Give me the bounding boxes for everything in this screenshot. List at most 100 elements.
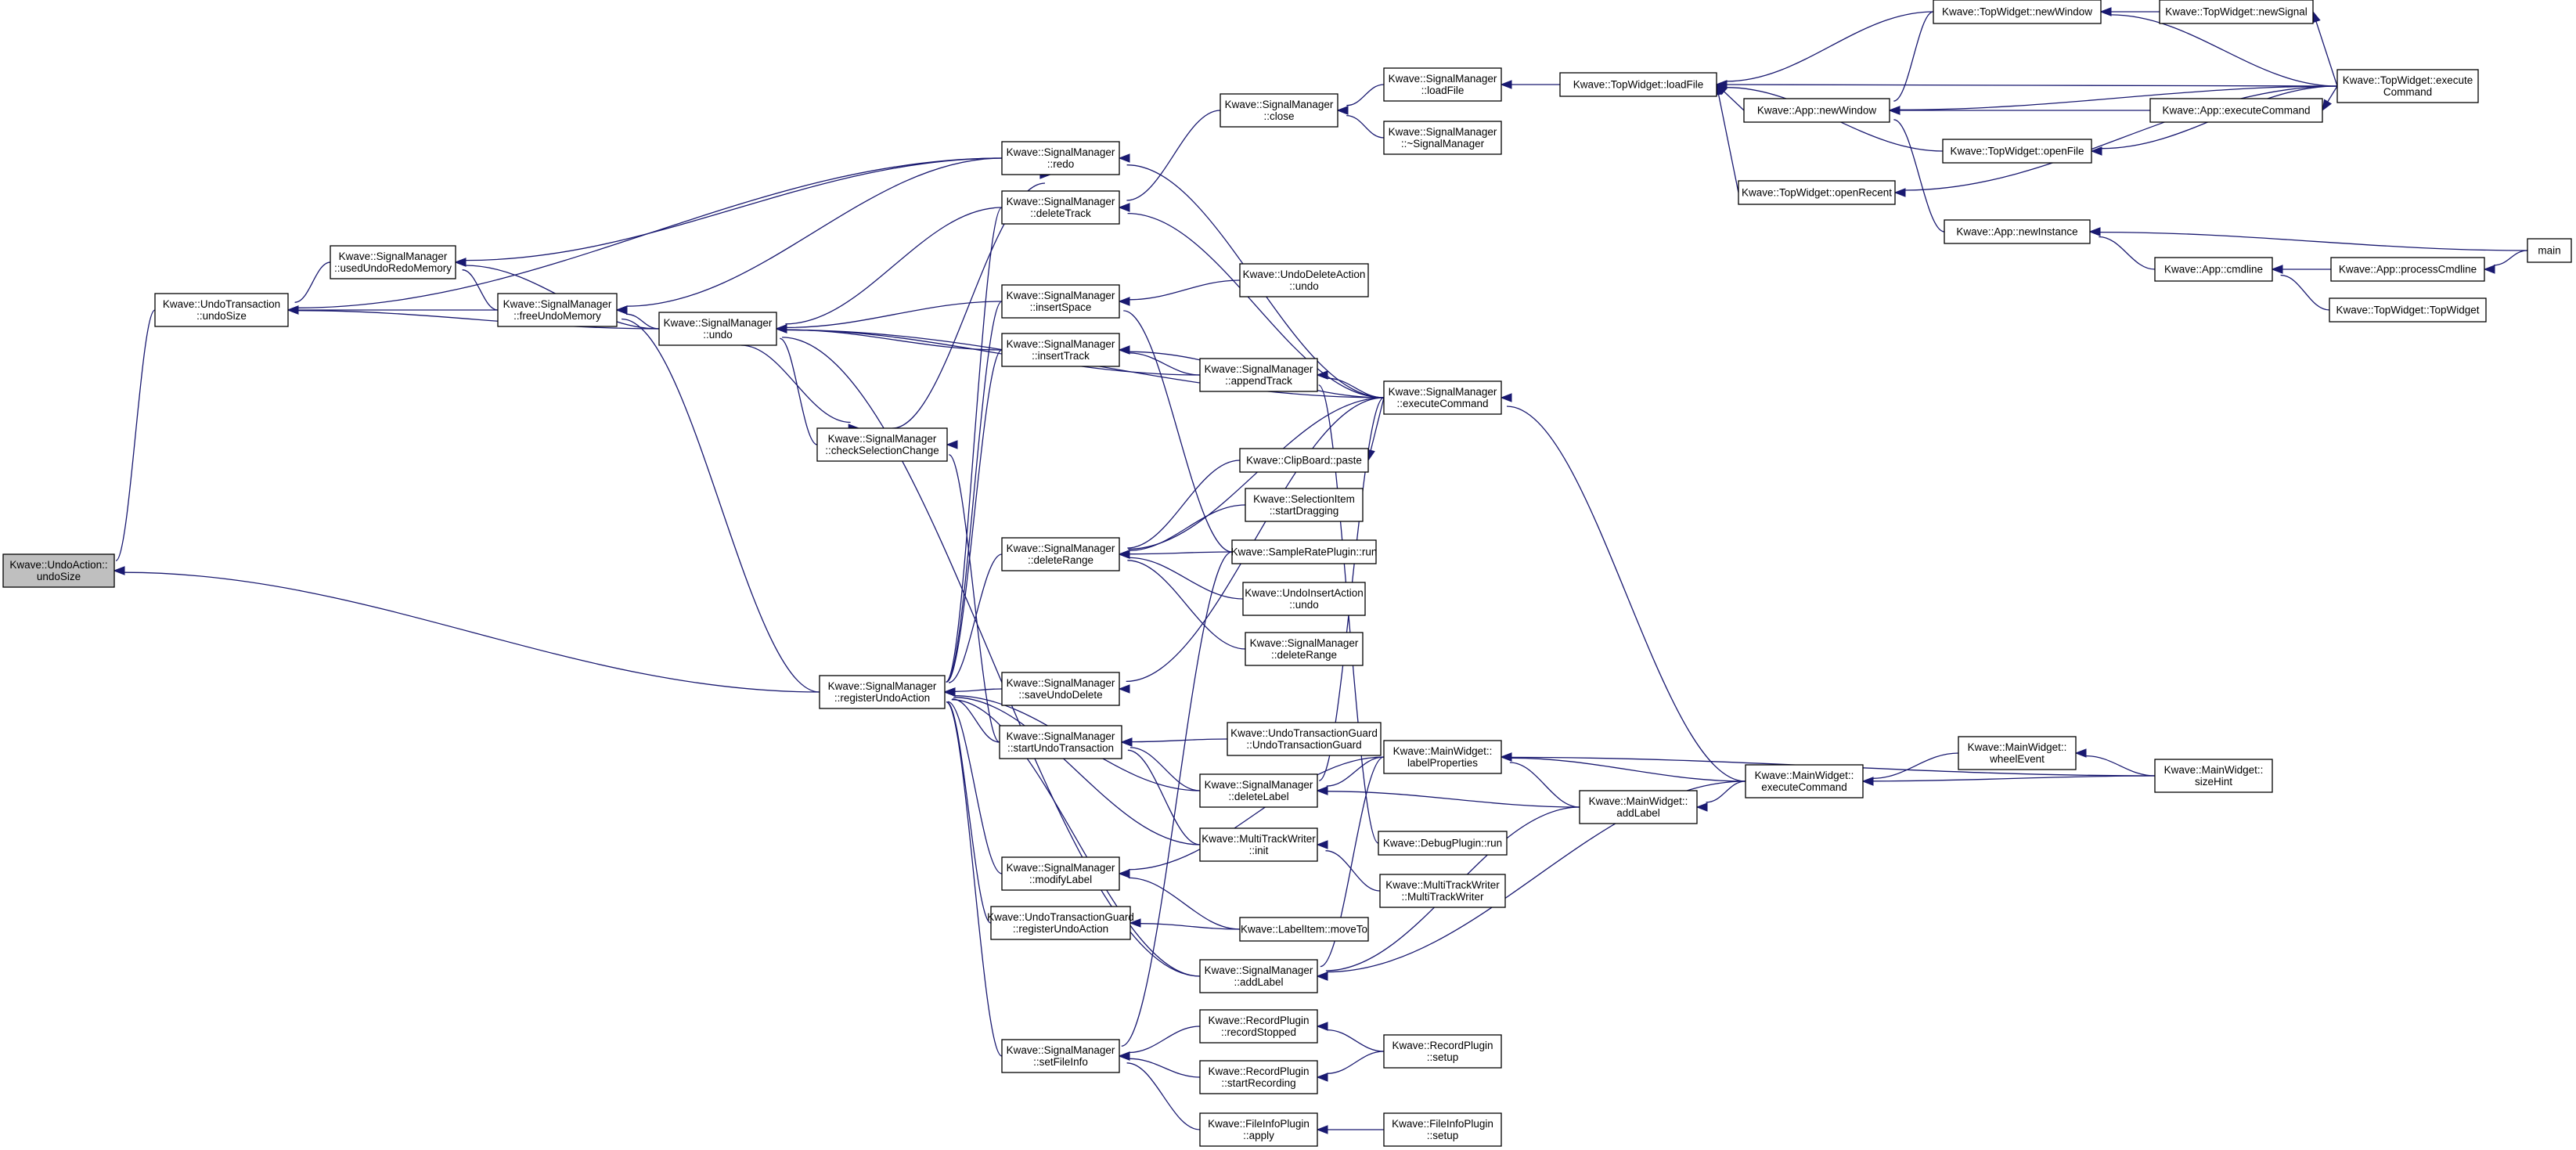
node-label: Kwave::MainWidget:: xyxy=(1589,795,1688,807)
node-box xyxy=(1245,488,1364,522)
edge-n35-to-n12 xyxy=(1118,397,1385,694)
call-node[interactable]: Kwave::SignalManager::modifyLabel xyxy=(1001,856,1120,891)
call-node[interactable]: Kwave::App::processCmdline xyxy=(2330,257,2485,282)
call-node[interactable]: Kwave::SignalManager::close xyxy=(1220,93,1338,128)
call-node[interactable]: Kwave::App::executeCommand xyxy=(2149,98,2323,123)
edge-line xyxy=(947,701,1003,874)
edge-line xyxy=(2327,85,2338,103)
call-node[interactable]: Kwave::UndoDeleteAction::undo xyxy=(1239,263,1369,297)
node-box xyxy=(1231,539,1377,564)
call-node[interactable]: Kwave::TopWidget::openFile xyxy=(1942,139,2092,164)
node-label: ::undo xyxy=(1289,280,1319,292)
call-node[interactable]: Kwave::App::cmdline xyxy=(2154,257,2273,282)
call-node[interactable]: Kwave::SignalManager::setFileInfo xyxy=(1001,1039,1120,1073)
call-node[interactable]: Kwave::UndoTransactionGuard::registerUnd… xyxy=(987,906,1134,940)
arrow-head xyxy=(1500,80,1512,89)
call-node[interactable]: Kwave::MainWidget::wheelEvent xyxy=(1958,736,2077,770)
edge-line xyxy=(462,269,499,311)
call-node[interactable]: Kwave::SignalManager::startUndoTransacti… xyxy=(999,725,1122,759)
call-node[interactable]: Kwave::MainWidget::sizeHint xyxy=(2154,759,2273,793)
edge-line xyxy=(786,301,1003,329)
call-node[interactable]: Kwave::UndoTransactionGuard::UndoTransac… xyxy=(1227,722,1382,756)
node-label: ::insertSpace xyxy=(1030,301,1092,313)
node-box xyxy=(2154,759,2273,793)
node-label: Kwave::SelectionItem xyxy=(1253,493,1355,505)
edge-n40-to-n32 xyxy=(1316,1125,1385,1134)
edge-line xyxy=(2315,21,2338,87)
call-node[interactable]: Kwave::SignalManager::insertSpace xyxy=(1001,284,1120,319)
node-box xyxy=(1383,740,1502,774)
node-label: Command xyxy=(2383,86,2432,98)
edge-line xyxy=(2099,231,2528,251)
node-box xyxy=(1199,773,1318,808)
call-node[interactable]: Kwave::SignalManager::deleteTrack xyxy=(1001,190,1120,225)
arrow-head xyxy=(1500,752,1512,762)
call-node[interactable]: Kwave::RecordPlugin::recordStopped xyxy=(1199,1009,1318,1044)
call-node[interactable]: Kwave::RecordPlugin::startRecording xyxy=(1199,1060,1318,1094)
edge-line xyxy=(1131,738,1228,743)
call-node[interactable]: Kwave::MainWidget::labelProperties xyxy=(1383,740,1502,774)
call-node[interactable]: Kwave::SignalManager::deleteRange xyxy=(1001,537,1120,571)
call-node[interactable]: Kwave::MainWidget::addLabel xyxy=(1579,790,1698,824)
call-node[interactable]: Kwave::FileInfoPlugin::setup xyxy=(1383,1112,1502,1147)
call-node[interactable]: Kwave::SignalManager::deleteLabel xyxy=(1199,773,1318,808)
call-node[interactable]: Kwave::SignalManager::redo xyxy=(1001,141,1120,175)
call-node[interactable]: Kwave::LabelItem::moveTo xyxy=(1239,917,1369,942)
call-node[interactable]: Kwave::SignalManager::addLabel xyxy=(1199,959,1318,993)
call-node[interactable]: Kwave::TopWidget::newWindow xyxy=(1933,0,2102,24)
edge-line xyxy=(2099,236,2156,270)
edge-line xyxy=(948,553,1003,683)
node-label: Kwave::ClipBoard::paste xyxy=(1246,455,1362,467)
edge-n45-to-n42 xyxy=(1695,780,1746,812)
arrow-head xyxy=(1118,684,1130,694)
arrow-head xyxy=(1316,1072,1328,1082)
call-node[interactable]: Kwave::SignalManager::saveUndoDelete xyxy=(1001,672,1120,706)
node-label: Kwave::SignalManager xyxy=(339,251,448,262)
edge-line xyxy=(1129,279,1241,301)
arrow-head xyxy=(2271,265,2283,274)
call-node[interactable]: Kwave::FileInfoPlugin::apply xyxy=(1199,1112,1318,1147)
call-node[interactable]: Kwave::SignalManager::checkSelectionChan… xyxy=(816,427,948,462)
edge-line xyxy=(1346,114,1385,139)
call-node[interactable]: Kwave::SignalManager::~SignalManager xyxy=(1383,121,1502,155)
call-node[interactable]: Kwave::TopWidget::executeCommand xyxy=(2336,69,2479,103)
node-label: Kwave::RecordPlugin xyxy=(1392,1040,1493,1051)
edge-n25-to-n13 xyxy=(1120,737,1228,747)
call-node[interactable]: Kwave::TopWidget::newSignal xyxy=(2159,0,2314,24)
call-node[interactable]: Kwave::SignalManager::registerUndoAction xyxy=(819,675,946,709)
call-node[interactable]: Kwave::SignalManager::freeUndoMemory xyxy=(497,293,618,327)
edge-line xyxy=(1128,756,1385,871)
call-node[interactable]: Kwave::TopWidget::TopWidget xyxy=(2329,297,2487,323)
edge-n39-to-n30 xyxy=(1316,1022,1385,1052)
call-node[interactable]: Kwave::MultiTrackWriter::init xyxy=(1199,827,1318,862)
call-node[interactable]: Kwave::App::newInstance xyxy=(1944,219,2091,244)
call-node[interactable]: Kwave::RecordPlugin::setup xyxy=(1383,1034,1502,1069)
call-node[interactable]: Kwave::UndoTransaction::undoSize xyxy=(154,293,289,327)
call-node[interactable]: Kwave::SignalManager::loadFile xyxy=(1383,67,1502,102)
edge-line xyxy=(115,309,156,561)
call-node[interactable]: Kwave::ClipBoard::paste xyxy=(1239,448,1369,473)
call-node[interactable]: Kwave::App::newWindow xyxy=(1743,98,1890,123)
call-node[interactable]: Kwave::TopWidget::openRecent xyxy=(1738,180,1896,205)
call-node[interactable]: Kwave::SignalManager::deleteRange xyxy=(1245,632,1364,666)
call-node[interactable]: Kwave::SignalManager::insertTrack xyxy=(1001,333,1120,367)
call-node[interactable]: Kwave::SignalManager::undo xyxy=(658,312,777,346)
arrow-head xyxy=(454,258,467,267)
edge-line xyxy=(782,337,1201,977)
node-label: Kwave::TopWidget::openFile xyxy=(1950,146,2084,157)
call-node[interactable]: Kwave::UndoInsertAction::undo xyxy=(1242,582,1366,616)
call-node[interactable]: Kwave::TopWidget::loadFile xyxy=(1559,72,1717,97)
call-node[interactable]: Kwave::SampleRatePlugin::run xyxy=(1231,539,1378,564)
call-node[interactable]: Kwave::MainWidget::executeCommand xyxy=(1745,764,1864,799)
call-node[interactable]: Kwave::SignalManager::appendTrack xyxy=(1199,358,1318,392)
node-label: ::undo xyxy=(703,329,733,341)
call-node[interactable]: Kwave::SignalManager::usedUndoRedoMemory xyxy=(330,245,456,279)
call-node[interactable]: Kwave::MultiTrackWriter::MultiTrackWrite… xyxy=(1379,874,1506,908)
edge-line xyxy=(1128,877,1241,930)
arrow-head xyxy=(2074,748,2087,758)
call-node[interactable]: main xyxy=(2527,238,2572,263)
call-node[interactable]: Kwave::SelectionItem::startDragging xyxy=(1245,488,1364,522)
call-node[interactable]: Kwave::DebugPlugin::run xyxy=(1378,831,1508,856)
call-node[interactable]: Kwave::SignalManager::executeCommand xyxy=(1383,380,1502,415)
arrow-head xyxy=(1336,106,1349,115)
